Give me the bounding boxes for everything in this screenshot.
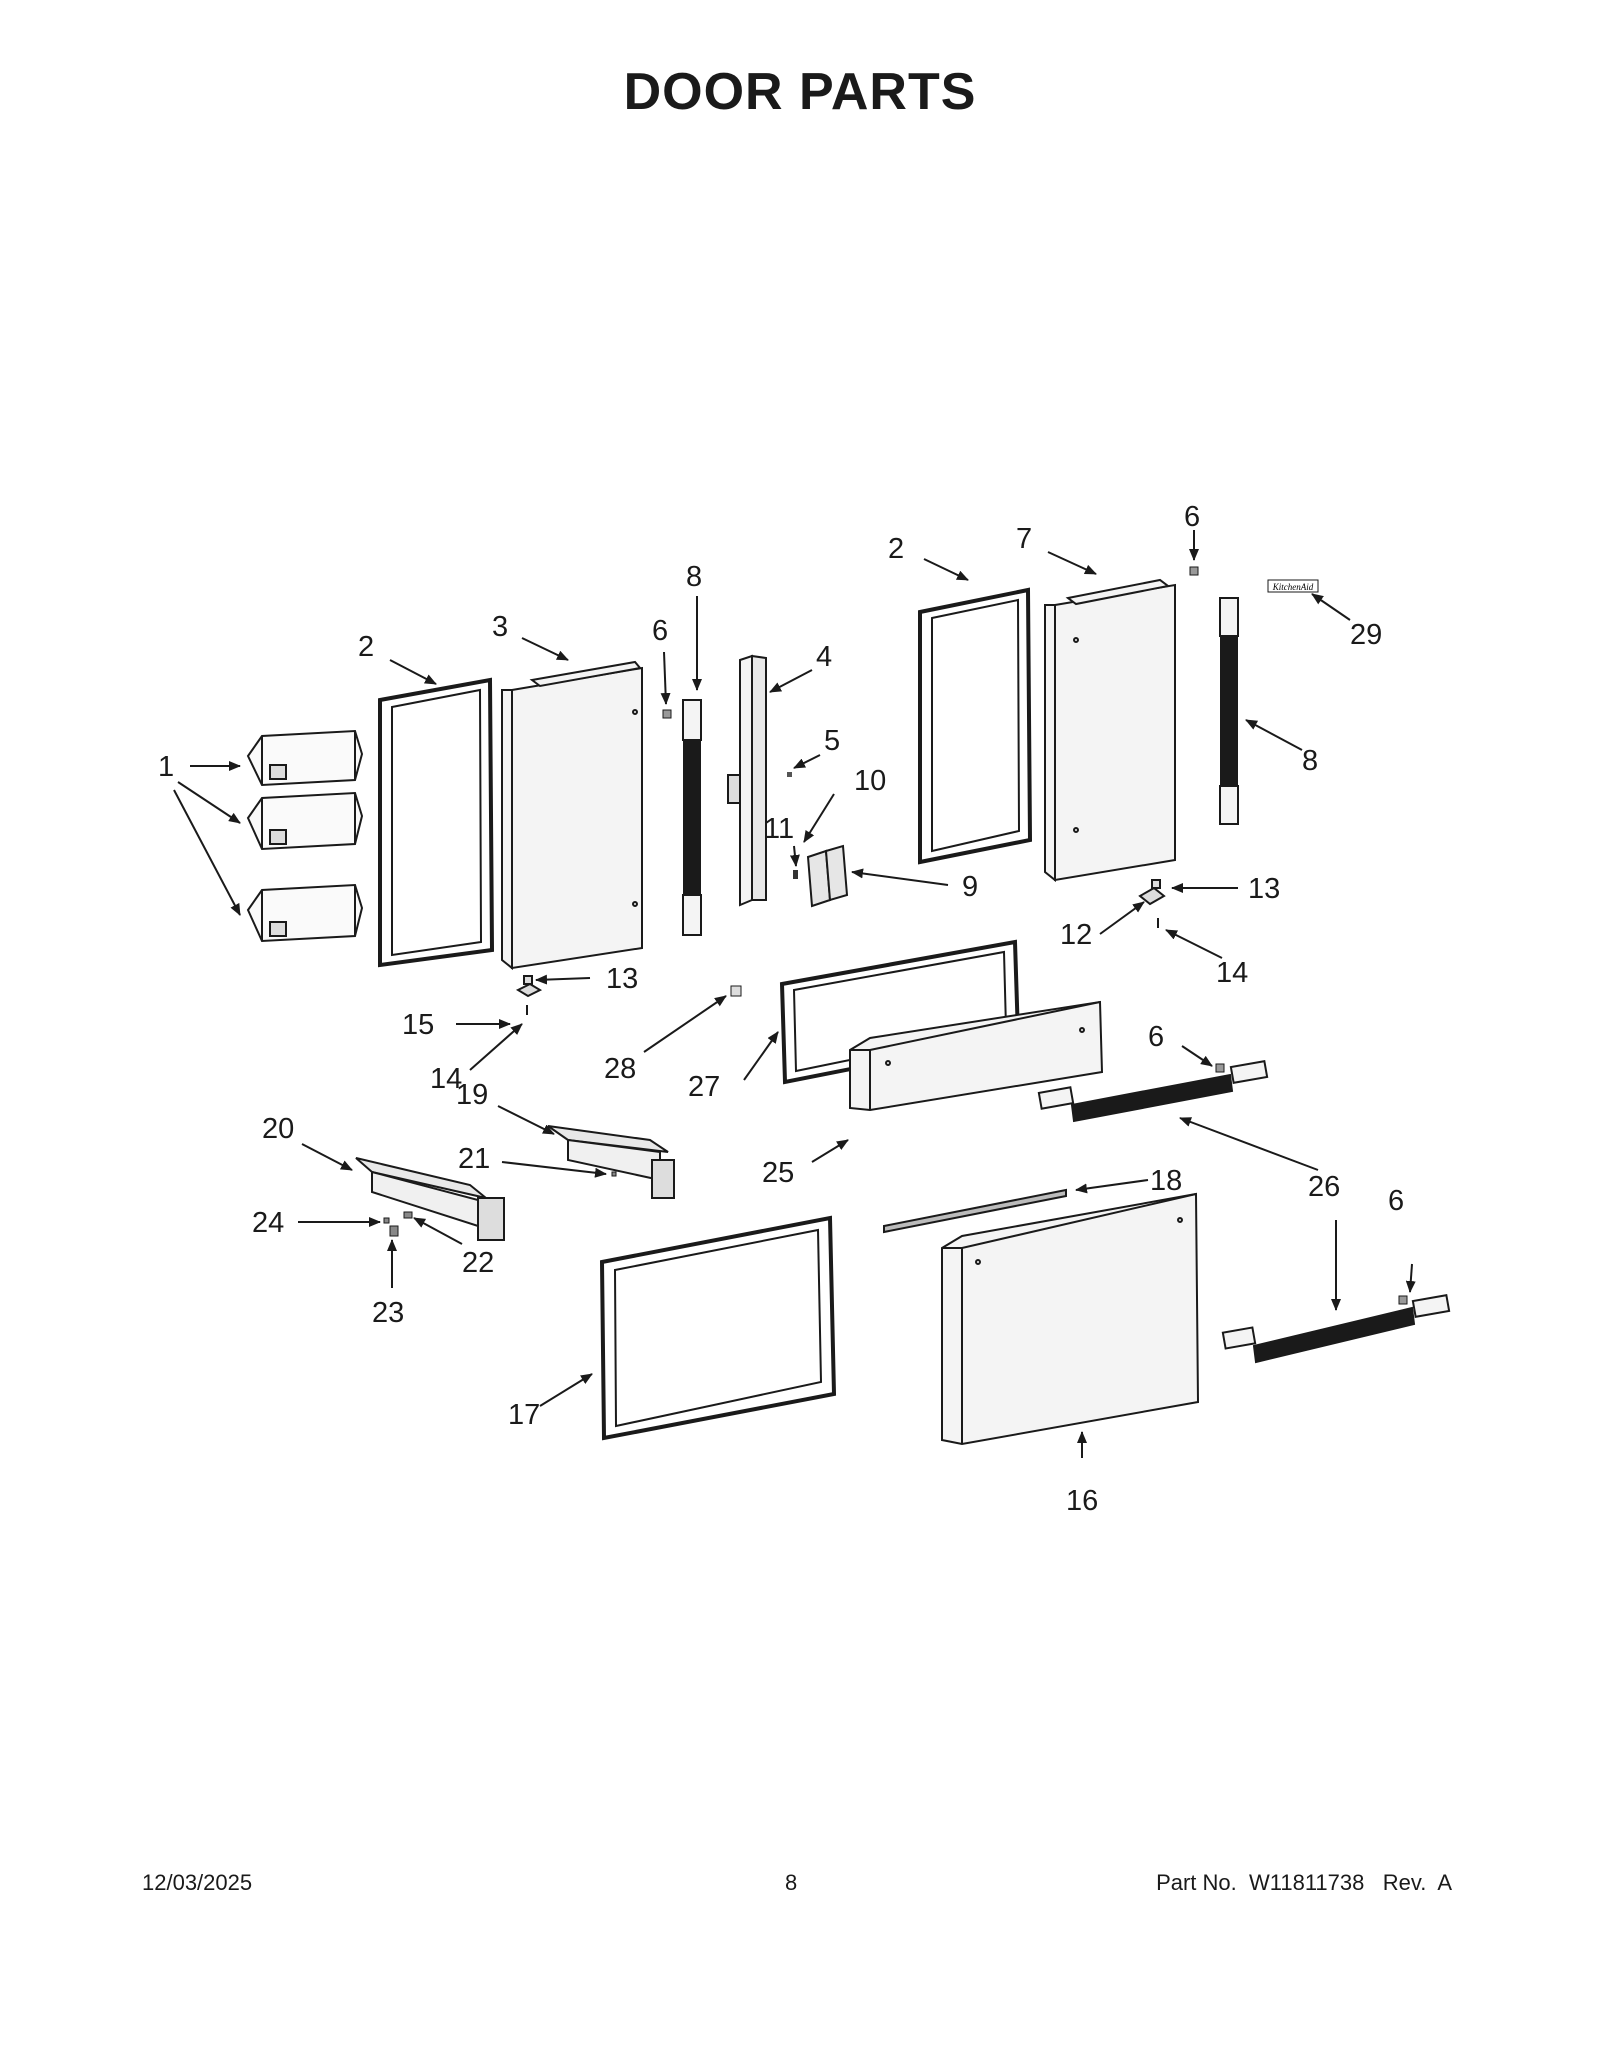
callout-4: 4 [816,641,832,673]
upper-handle-screw [1215,1063,1225,1073]
page-title: DOOR PARTS [623,63,977,121]
callout-26: 26 [1308,1171,1340,1203]
callout-11: 11 [764,813,794,845]
drawer-clip [730,985,742,997]
callout-6-lower: 6 [1388,1185,1404,1217]
callout-6-right: 6 [1184,501,1200,533]
handle-screw-right [1189,566,1199,576]
callout-2-left: 2 [358,631,374,663]
door-bin-top [246,729,364,787]
callout-12: 12 [1060,919,1092,951]
mullion-heater-block [806,844,849,908]
left-door-panel [501,660,643,971]
lower-drawer-handle [1221,1294,1451,1364]
door-bin-bottom [246,883,364,943]
callout-23: 23 [372,1297,404,1329]
callout-13-right: 13 [1248,873,1280,905]
footer-part-number: Part No. W11811738 Rev. A [1156,1870,1452,1895]
left-lower-hinge [515,975,543,1015]
right-lower-hinge [1138,879,1166,928]
svg-text:KitchenAid: KitchenAid [1272,582,1314,592]
callout-20: 20 [262,1113,294,1145]
callout-19: 19 [456,1079,488,1111]
left-door-handle [682,699,702,936]
callout-15: 15 [402,1009,434,1041]
right-door-panel [1044,578,1176,883]
callout-21: 21 [458,1143,490,1175]
callout-18: 18 [1150,1165,1182,1197]
footer-page-number: 8 [785,1870,798,1895]
right-door-gasket [918,587,1033,865]
callout-25: 25 [762,1157,794,1189]
callout-5: 5 [824,725,840,757]
callout-8-right: 8 [1302,745,1318,777]
callout-28: 28 [604,1053,636,1085]
slide-fasteners [383,1171,617,1237]
upper-drawer-handle [1037,1060,1269,1123]
drawer-slide-right [547,1125,675,1199]
callout-7: 7 [1016,523,1032,555]
callout-14-right: 14 [1216,957,1248,989]
upper-drawer-front [849,1000,1104,1112]
callout-1: 1 [158,751,174,783]
callout-17: 17 [508,1399,540,1431]
callout-labels: 1 2 3 6 8 4 5 10 11 9 2 7 6 29 8 13 12 1… [158,501,1404,1517]
flipper-mullion [727,654,767,907]
callout-24: 24 [252,1207,284,1239]
handle-screw-left [662,709,672,719]
callout-14-left: 14 [430,1063,462,1095]
lower-drawer-front [941,1192,1200,1446]
callout-8-left: 8 [686,561,702,593]
callout-9: 9 [962,871,978,903]
mullion-clip [793,870,798,879]
callout-10: 10 [854,765,886,797]
callout-2-right: 2 [888,533,904,565]
lower-handle-screw [1398,1295,1408,1305]
right-door-handle [1219,597,1239,825]
leader-lines [173,530,1416,1458]
drawer-slide-left [355,1157,505,1241]
callout-6-drawer: 6 [1148,1021,1164,1053]
footer-date: 12/03/2025 [142,1870,253,1895]
lower-drawer-gasket [599,1215,837,1441]
callout-29: 29 [1350,619,1382,651]
callout-6-left: 6 [652,615,668,647]
left-door-gasket [378,677,495,968]
callout-16: 16 [1066,1485,1098,1517]
callout-13-left: 13 [606,963,638,995]
door-bin-middle [246,791,364,851]
lower-drawer-trim [883,1188,1067,1234]
callout-22: 22 [462,1247,494,1279]
brand-badge: KitchenAid [1267,579,1319,593]
callout-3: 3 [492,611,508,643]
callout-27: 27 [688,1071,720,1103]
mullion-screw [787,772,792,777]
